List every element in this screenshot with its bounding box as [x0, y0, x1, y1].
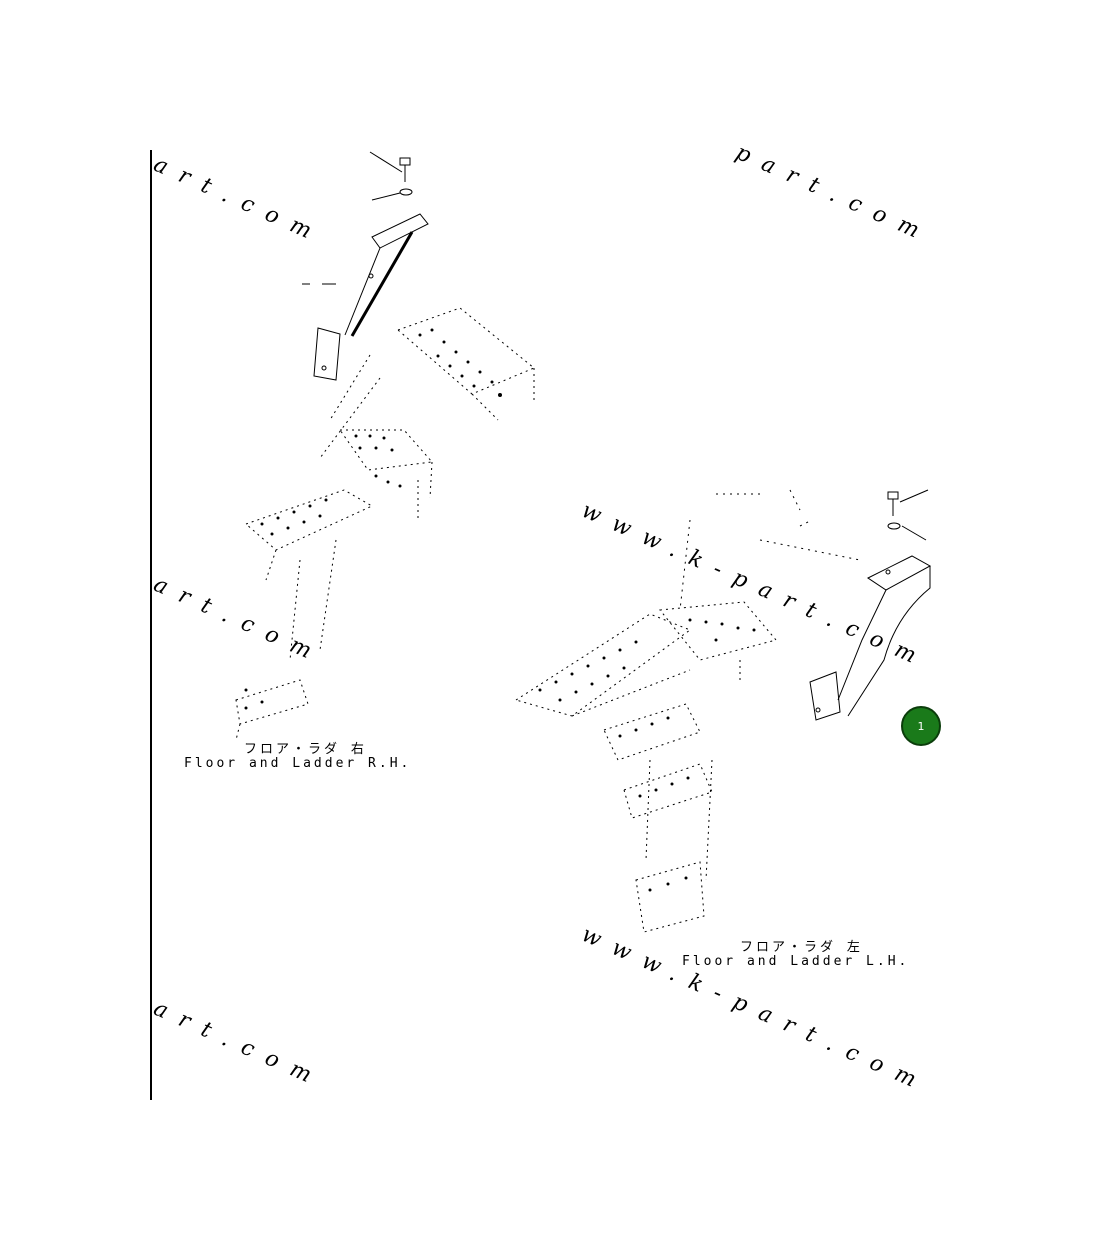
lh-frame-icon	[679, 489, 861, 611]
lh-ladder-holes	[618, 716, 690, 892]
rh-step-icon	[339, 429, 433, 520]
lh-assembly	[514, 489, 932, 933]
rh-floor-holes	[418, 328, 502, 397]
lh-floor-holes	[538, 618, 756, 702]
lh-bracket-icon	[809, 555, 932, 721]
rh-floor-plate-icon	[319, 307, 535, 459]
rh-ladder-icon	[235, 489, 374, 741]
caption-lh-jp: フロア・ラダ 左	[740, 940, 863, 955]
rh-ladder-holes	[244, 498, 328, 710]
callout-marker-1[interactable]: 1	[901, 706, 941, 746]
rh-bolt-icon	[369, 151, 413, 201]
caption-rh-jp: フロア・ラダ 右	[244, 742, 367, 757]
rh-bracket-icon	[302, 213, 429, 381]
lh-floor-plate-icon	[514, 601, 777, 717]
rh-step-holes	[354, 434, 402, 488]
caption-lh-en: Floor and Ladder L.H.	[682, 954, 910, 969]
lh-bolt-icon	[887, 489, 929, 541]
lh-ladder-icon	[603, 703, 713, 933]
caption-rh-en: Floor and Ladder R.H.	[184, 756, 412, 771]
rh-assembly	[235, 151, 535, 741]
